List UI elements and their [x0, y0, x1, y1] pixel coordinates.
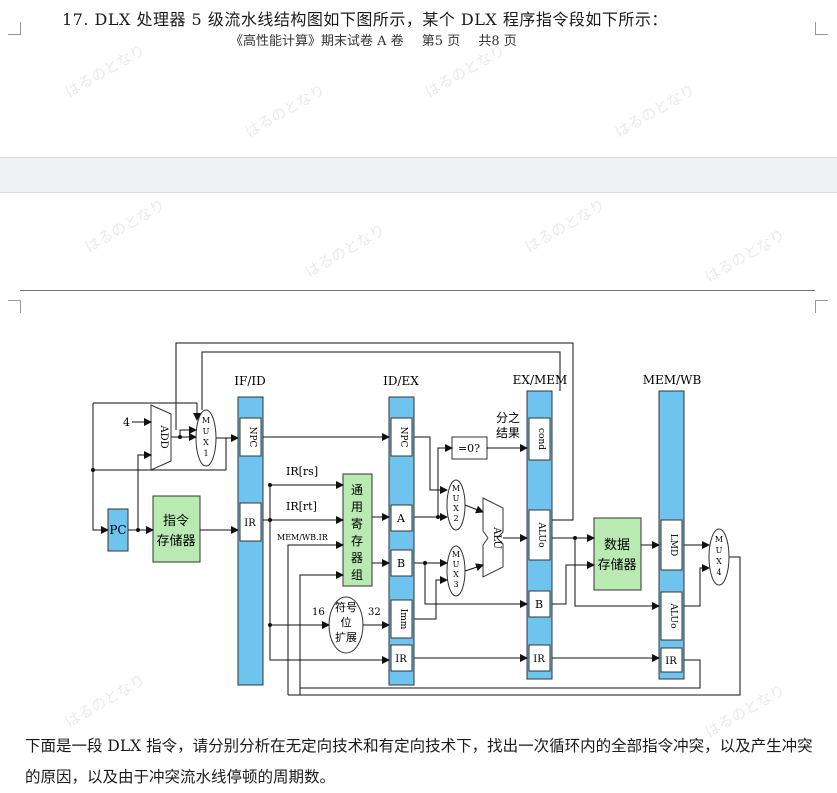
- exam-title: 《高性能计算》期末试卷 A 卷: [230, 34, 404, 49]
- mem-wb-aluo: [660, 591, 683, 641]
- npc-label: NPC: [247, 427, 257, 448]
- ir-label: IR: [395, 654, 407, 665]
- stage-label: MEM/WB: [643, 373, 702, 387]
- alu-label: ALU: [491, 526, 502, 549]
- b-label: B: [535, 598, 543, 611]
- register-file: [342, 473, 373, 587]
- mux-4-label: U: [716, 546, 723, 555]
- regfile-label: 寄: [351, 516, 363, 531]
- page-gap: [0, 157, 837, 193]
- id-ex-b: [390, 549, 413, 577]
- sign-ext-label: 扩展: [335, 630, 357, 644]
- ir-label: IR: [244, 518, 256, 529]
- mux-2-label: M: [452, 484, 460, 493]
- add-unit: [150, 404, 172, 471]
- pc-label: PC: [109, 523, 126, 537]
- stage-label: ID/EX: [383, 374, 419, 388]
- id-ex-ir: [390, 644, 413, 672]
- if-id-ir: [239, 502, 262, 542]
- question-text: 17. DLX 处理器 5 级流水线结构图如下图所示，某个 DLX 程序指令段如…: [62, 10, 668, 29]
- sign-ext-label: 符号: [335, 601, 357, 614]
- mem-wb-ir-label: MEM/WB.IR: [277, 533, 329, 542]
- mux-3-label: M: [452, 550, 460, 559]
- mux-2-label: U: [453, 494, 460, 503]
- branch-result-label: 分之: [496, 411, 520, 425]
- page-total: 共8 页: [478, 34, 517, 49]
- lmd-label: LMD: [668, 534, 678, 556]
- mux-3-label: 3: [453, 580, 458, 589]
- imem-label: 指令: [163, 514, 189, 529]
- instruction-memory: [152, 495, 201, 563]
- mux-4-label: X: [716, 557, 722, 566]
- mux-2-label: X: [453, 504, 459, 513]
- wire-junctions: [91, 435, 577, 627]
- question-body-text: 下面是一段 DLX 指令，请分别分析在无定向技术和有定向技术下，找出一次循环内的…: [25, 737, 813, 786]
- ex-mem-cond: [528, 417, 551, 461]
- regfile-label: 存: [351, 534, 363, 548]
- page-footer: 《高性能计算》期末试卷 A 卷 第5 页 共8 页: [230, 30, 531, 49]
- stage-label: EX/MEM: [513, 373, 568, 387]
- crop-mark: [815, 300, 828, 313]
- if-id-npc: [239, 417, 262, 457]
- crop-mark: [8, 22, 21, 35]
- mux-1-label: X: [203, 438, 209, 447]
- page-top-rule: [20, 290, 815, 291]
- crop-mark: [815, 22, 828, 35]
- a-label: A: [396, 512, 406, 525]
- mux-1-label: U: [203, 427, 210, 436]
- regfile-label: 用: [351, 500, 363, 514]
- mux-3-label: X: [453, 570, 459, 579]
- page-number: 第5 页: [421, 34, 461, 49]
- aluo-label: ALUo: [536, 522, 546, 548]
- ir-rs-label: IR[rs]: [286, 465, 318, 478]
- mux-3-label: U: [453, 560, 460, 569]
- b-label: B: [397, 557, 405, 570]
- ir-label: IR: [665, 656, 677, 667]
- npc-label: NPC: [398, 427, 408, 448]
- aluo-label: ALUo: [668, 603, 678, 629]
- regfile-label: 器: [351, 551, 363, 565]
- cond-label: cond: [536, 428, 546, 450]
- data-memory: [593, 517, 642, 591]
- mux-2-label: 2: [453, 514, 458, 523]
- alu: [482, 497, 504, 578]
- bits-16-label: 16: [312, 607, 325, 618]
- const-four: 4: [123, 416, 130, 429]
- imem-label: 存储器: [156, 534, 195, 549]
- id-ex-npc: [390, 417, 413, 457]
- id-ex-a: [390, 504, 413, 532]
- imm-label: Imm: [398, 609, 408, 630]
- mux-4-label: M: [715, 535, 723, 544]
- crop-mark: [8, 300, 21, 313]
- bits-32-label: 32: [368, 607, 381, 618]
- mem-wb-lmd: [660, 519, 683, 571]
- mem-wb-ir: [660, 647, 683, 673]
- add-label: ADD: [158, 424, 169, 448]
- ex-mem-aluo: [528, 509, 551, 561]
- ir-rt-label: IR[rt]: [286, 500, 317, 513]
- ir-label: IR: [533, 654, 545, 665]
- branch-result-label: 结果: [496, 426, 520, 440]
- dmem-label: 数据: [604, 538, 630, 553]
- regfile-label: 通: [351, 483, 363, 497]
- regfile-label: 组: [351, 568, 363, 582]
- sign-ext-label: 位: [341, 615, 352, 629]
- id-ex-imm: [390, 599, 413, 639]
- zero-test-label: =0?: [458, 442, 480, 455]
- stage-label: IF/ID: [234, 374, 265, 388]
- ex-mem-ir: [528, 644, 551, 672]
- mux-1-label: 1: [203, 449, 208, 458]
- mux-1-label: M: [202, 416, 210, 425]
- ex-mem-b: [528, 590, 551, 618]
- mux-4-label: 4: [716, 568, 721, 577]
- dmem-label: 存储器: [597, 558, 636, 573]
- datapath-wires: [92, 342, 741, 696]
